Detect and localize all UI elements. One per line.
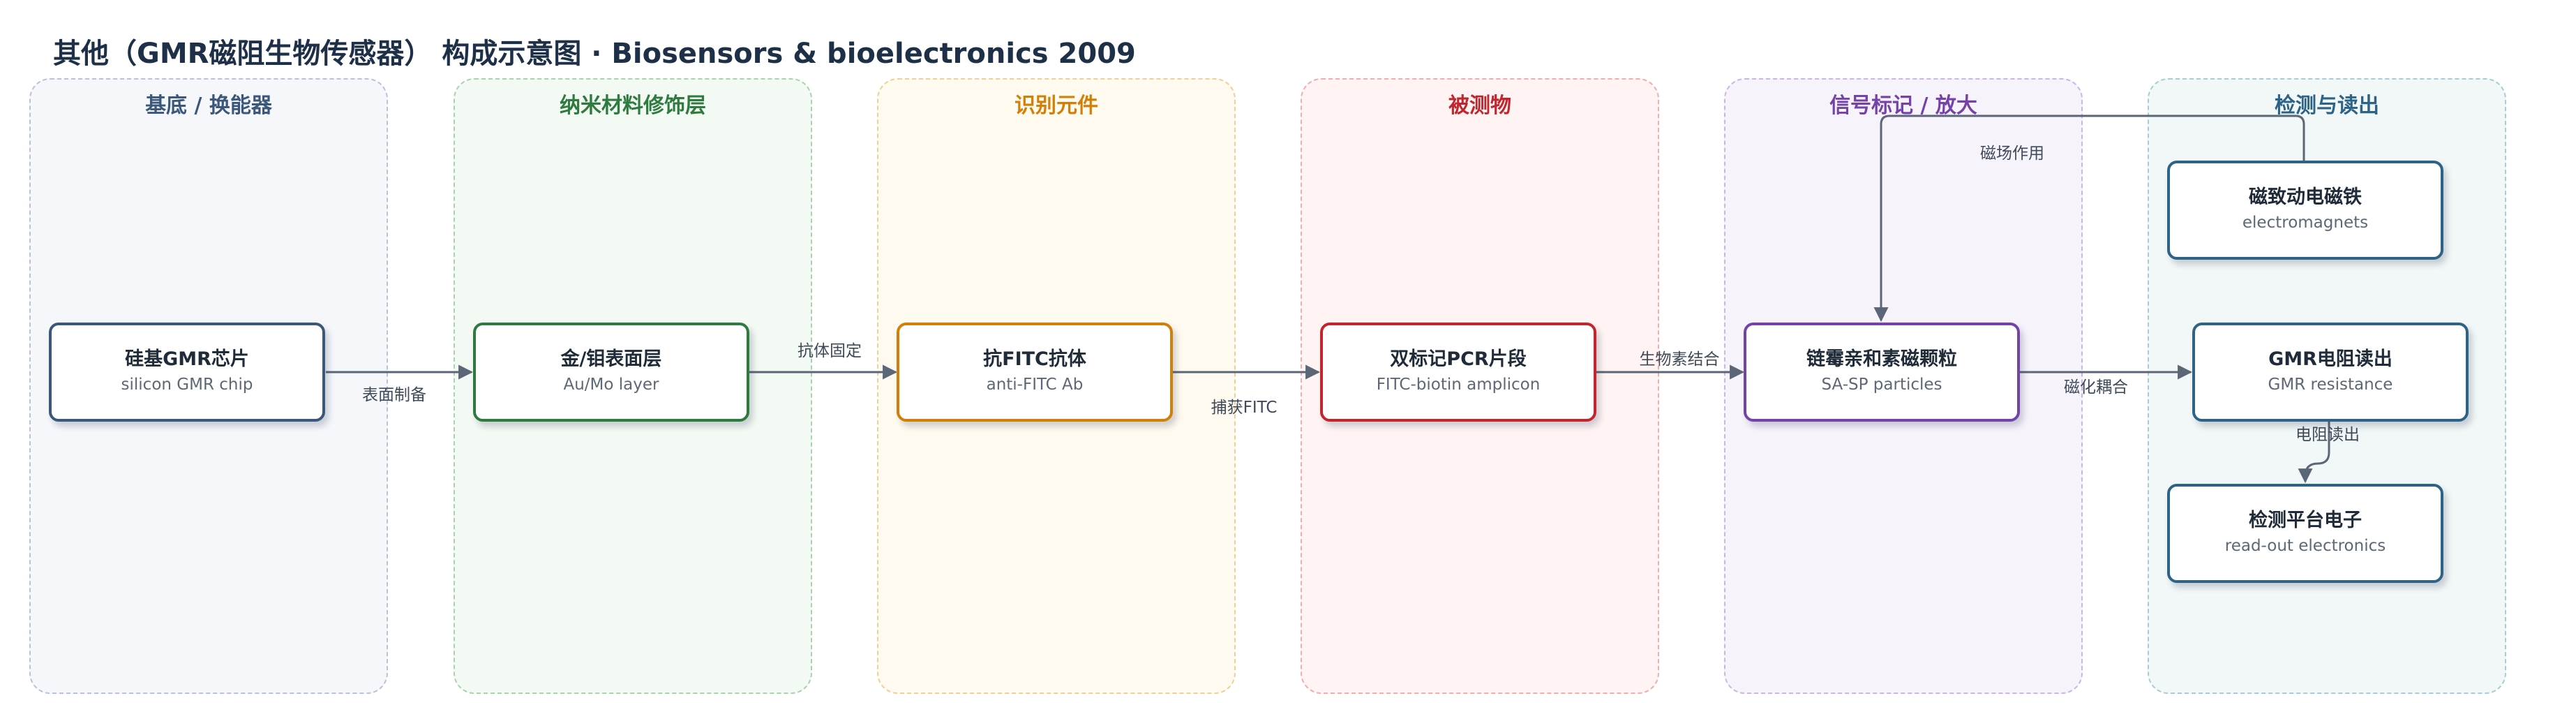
column-title-recognition: 识别元件	[1014, 94, 1098, 118]
edge-label-surface-prep: 表面制备	[362, 386, 426, 404]
node-silicon-gmr-chip: 硅基GMR芯片 silicon GMR chip	[49, 323, 325, 422]
node-sublabel: anti-FITC Ab	[986, 376, 1084, 394]
column-title-signal-label: 信号标记 / 放大	[1829, 94, 1977, 118]
node-label: 金/钼表面层	[560, 348, 662, 370]
edge-readout-to-electronics	[2298, 422, 2330, 484]
node-label: 硅基GMR芯片	[125, 348, 249, 370]
edge-electromagnets-to-particles	[1873, 114, 2305, 323]
node-label: 双标记PCR片段	[1390, 348, 1527, 370]
node-pcr-amplicon: 双标记PCR片段 FITC-biotin amplicon	[1320, 323, 1596, 422]
column-title-analyte: 被测物	[1448, 94, 1511, 118]
edge-label-biotin-binding: 生物素结合	[1639, 350, 1720, 369]
node-label: 磁致动电磁铁	[2249, 186, 2362, 208]
node-sa-sp-particles: 链霉亲和素磁颗粒 SA-SP particles	[1744, 323, 2020, 422]
node-sublabel: Au/Mo layer	[563, 376, 659, 394]
node-gmr-resistance-readout: GMR电阻读出 GMR resistance	[2192, 323, 2469, 422]
node-electromagnets: 磁致动电磁铁 electromagnets	[2167, 161, 2443, 260]
node-sublabel: FITC-biotin amplicon	[1376, 376, 1541, 394]
edge-label-field-action: 磁场作用	[1980, 145, 2044, 163]
edge-label-resistance-readout: 电阻读出	[2296, 426, 2360, 444]
node-sublabel: GMR resistance	[2268, 376, 2393, 394]
node-sublabel: SA-SP particles	[1821, 376, 1942, 394]
node-sublabel: read-out electronics	[2224, 537, 2386, 556]
edge-label-antibody-fix: 抗体固定	[797, 342, 862, 360]
node-label: GMR电阻读出	[2268, 348, 2392, 370]
column-title-nano-layer: 纳米材料修饰层	[560, 94, 706, 118]
column-title-substrate: 基底 / 换能器	[145, 94, 272, 118]
column-title-detection: 检测与读出	[2275, 94, 2379, 118]
node-label: 检测平台电子	[2249, 509, 2362, 531]
node-anti-fitc-antibody: 抗FITC抗体 anti-FITC Ab	[897, 323, 1173, 422]
node-sublabel: silicon GMR chip	[121, 376, 253, 394]
edge-label-capture-fitc: 捕获FITC	[1211, 399, 1278, 417]
node-au-mo-layer: 金/钼表面层 Au/Mo layer	[473, 323, 749, 422]
node-label: 链霉亲和素磁颗粒	[1806, 348, 1957, 370]
edge-label-magnetic-coupling: 磁化耦合	[2064, 378, 2128, 397]
node-readout-electronics: 检测平台电子 read-out electronics	[2167, 484, 2443, 583]
node-label: 抗FITC抗体	[983, 348, 1086, 370]
page-title: 其他（GMR磁阻生物传感器） 构成示意图 · Biosensors & bioe…	[53, 38, 1136, 70]
node-sublabel: electromagnets	[2242, 214, 2369, 232]
